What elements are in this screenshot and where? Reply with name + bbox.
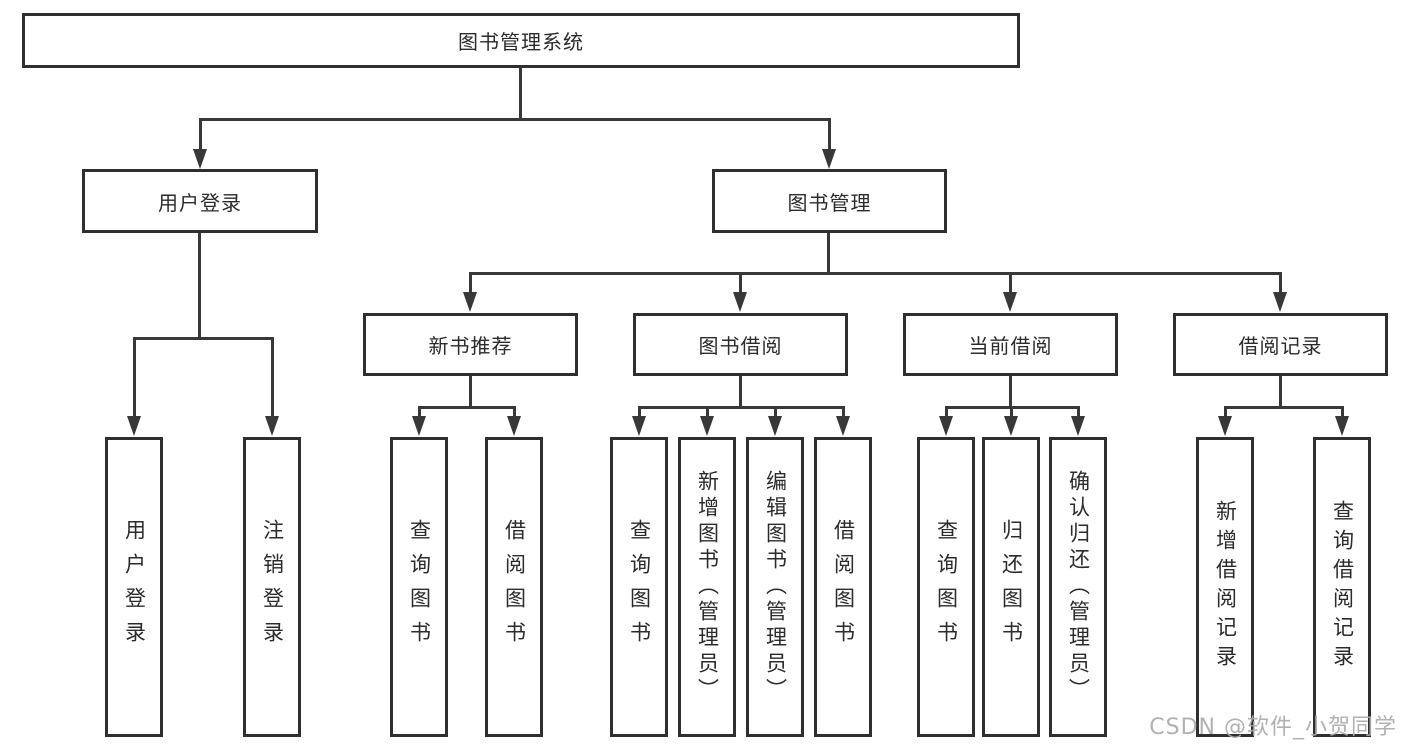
arrow-down-icon bbox=[127, 416, 141, 436]
node-current-borrowing: 当前借阅 bbox=[903, 313, 1118, 376]
leaf-confirm-return-admin: 确认归还（管理员） bbox=[1049, 437, 1107, 737]
arrow-down-icon bbox=[463, 292, 477, 312]
arrow-down-icon bbox=[822, 149, 836, 169]
leaf-query-books-borrowing: 查询图书 bbox=[610, 437, 668, 737]
arrow-down-icon bbox=[412, 416, 426, 436]
connector-line bbox=[1009, 376, 1012, 406]
connector-line bbox=[198, 233, 201, 337]
connector-line bbox=[469, 272, 1282, 275]
connector-line bbox=[519, 68, 522, 118]
node-borrowing-records: 借阅记录 bbox=[1173, 313, 1388, 376]
node-label: 图书管理系统 bbox=[458, 30, 584, 54]
leaf-label: 借阅图书 bbox=[502, 519, 527, 655]
node-label: 新书推荐 bbox=[428, 334, 513, 358]
connector-line bbox=[638, 406, 641, 419]
leaf-add-borrow-record: 新增借阅记录 bbox=[1196, 437, 1254, 737]
connector-line bbox=[133, 337, 136, 419]
arrow-down-icon bbox=[1273, 292, 1287, 312]
node-book-borrowing: 图书借阅 bbox=[633, 313, 848, 376]
node-label: 当前借阅 bbox=[968, 334, 1053, 358]
leaf-logout: 注销登录 bbox=[243, 437, 301, 737]
arrow-down-icon bbox=[1071, 416, 1085, 436]
connector-line bbox=[945, 406, 948, 419]
arrow-down-icon bbox=[193, 149, 207, 169]
leaf-user-login: 用户登录 bbox=[105, 437, 163, 737]
leaf-borrow-books-recommend: 借阅图书 bbox=[485, 437, 543, 737]
connector-line bbox=[513, 406, 516, 419]
leaf-label: 注销登录 bbox=[260, 519, 285, 655]
connector-line bbox=[469, 376, 472, 406]
connector-line bbox=[469, 272, 472, 294]
connector-line bbox=[199, 118, 202, 152]
connector-line bbox=[828, 118, 831, 152]
leaf-query-books-current: 查询图书 bbox=[917, 437, 975, 737]
node-library-management-system: 图书管理系统 bbox=[22, 13, 1020, 68]
node-user-login: 用户登录 bbox=[82, 169, 318, 233]
node-book-management: 图书管理 bbox=[712, 169, 947, 233]
arrow-down-icon bbox=[733, 292, 747, 312]
connector-line bbox=[418, 406, 515, 409]
node-new-book-recommendation: 新书推荐 bbox=[363, 313, 578, 376]
arrow-down-icon bbox=[836, 416, 850, 436]
leaf-label: 编辑图书（管理员） bbox=[763, 470, 788, 704]
connector-line bbox=[1010, 406, 1013, 419]
leaf-borrow-books-borrowing: 借阅图书 bbox=[814, 437, 872, 737]
node-label: 图书管理 bbox=[787, 190, 872, 215]
arrow-down-icon bbox=[265, 416, 279, 436]
leaf-add-book-admin: 新增图书（管理员） bbox=[678, 437, 736, 737]
connector-line bbox=[1224, 406, 1227, 419]
arrow-down-icon bbox=[768, 416, 782, 436]
leaf-label: 新增图书（管理员） bbox=[695, 470, 720, 704]
leaf-label: 查询图书 bbox=[407, 519, 432, 655]
node-label: 用户登录 bbox=[158, 190, 242, 215]
arrow-down-icon bbox=[1335, 416, 1349, 436]
connector-line bbox=[271, 337, 274, 419]
arrow-down-icon bbox=[939, 416, 953, 436]
connector-line bbox=[706, 406, 709, 419]
connector-line bbox=[418, 406, 421, 419]
connector-line bbox=[638, 406, 844, 409]
connector-line bbox=[739, 376, 742, 406]
leaf-label: 用户登录 bbox=[122, 519, 147, 655]
leaf-label: 查询借阅记录 bbox=[1330, 500, 1355, 674]
node-label: 借阅记录 bbox=[1238, 334, 1323, 358]
leaf-label: 借阅图书 bbox=[831, 519, 856, 655]
leaf-query-borrow-record: 查询借阅记录 bbox=[1313, 437, 1371, 737]
leaf-label: 新增借阅记录 bbox=[1213, 500, 1238, 674]
connector-line bbox=[739, 272, 742, 294]
leaf-label: 确认归还（管理员） bbox=[1066, 470, 1091, 704]
connector-line bbox=[842, 406, 845, 419]
arrow-down-icon bbox=[1218, 416, 1232, 436]
leaf-label: 查询图书 bbox=[934, 519, 959, 655]
connector-line bbox=[1279, 376, 1282, 406]
connector-line bbox=[199, 118, 830, 121]
arrow-down-icon bbox=[507, 416, 521, 436]
arrow-down-icon bbox=[1003, 292, 1017, 312]
connector-line bbox=[1341, 406, 1344, 419]
connector-line bbox=[1224, 406, 1344, 409]
arrow-down-icon bbox=[700, 416, 714, 436]
watermark: CSDN @软件_小贺同学 bbox=[1149, 715, 1397, 740]
connector-line bbox=[827, 233, 830, 272]
connector-line bbox=[1279, 272, 1282, 294]
arrow-down-icon bbox=[1004, 416, 1018, 436]
leaf-label: 查询图书 bbox=[627, 519, 652, 655]
connector-line bbox=[1077, 406, 1080, 419]
connector-line bbox=[774, 406, 777, 419]
connector-line bbox=[133, 337, 274, 340]
leaf-return-books: 归还图书 bbox=[982, 437, 1040, 737]
leaf-label: 归还图书 bbox=[999, 519, 1024, 655]
arrow-down-icon bbox=[632, 416, 646, 436]
node-label: 图书借阅 bbox=[698, 334, 783, 358]
leaf-edit-book-admin: 编辑图书（管理员） bbox=[746, 437, 804, 737]
leaf-query-books-recommend: 查询图书 bbox=[390, 437, 448, 737]
connector-line bbox=[1009, 272, 1012, 294]
